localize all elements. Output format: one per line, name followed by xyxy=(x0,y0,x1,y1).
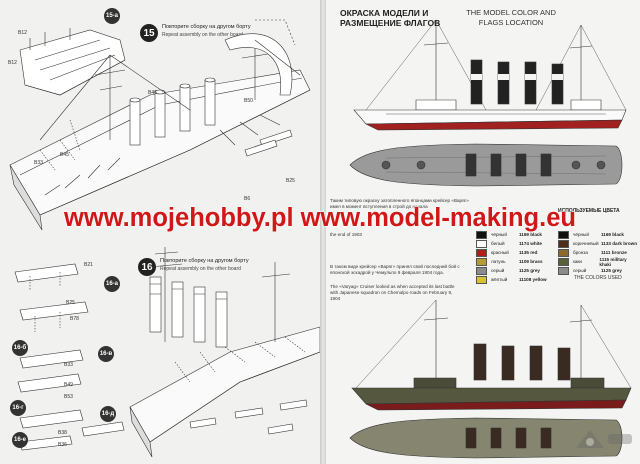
part-label: B50 xyxy=(244,98,253,104)
color-row: серый 1125 grey xyxy=(558,266,638,275)
caption-1903-ru: Таким типовую окраску затопленного японц… xyxy=(330,198,469,209)
step-15-number: 15 xyxy=(140,24,158,42)
step-16-assembly-drawing xyxy=(14,247,321,458)
color-code: 1133 dark brown xyxy=(601,241,638,246)
step-15a-badge: 15-а xyxy=(104,8,120,24)
color-name: красный xyxy=(491,250,509,255)
part-label: B12 xyxy=(8,60,17,66)
instruction-page-left: 15-а 15 Повторите сборку на другом борту… xyxy=(0,0,322,464)
color-swatch xyxy=(558,257,569,266)
step-15-instruction-en: Repeat assembly on the other board xyxy=(162,32,243,38)
part-label: B33 xyxy=(64,362,73,368)
part-label: B38 xyxy=(58,430,67,436)
color-name: бронза xyxy=(573,250,588,255)
color-row: хаки 1115 military khaki xyxy=(558,256,638,267)
color-name: коричневый xyxy=(573,241,599,246)
step-16d-badge: 16-г xyxy=(10,400,26,416)
part-label: B45 xyxy=(60,152,69,158)
color-swatch xyxy=(476,257,487,266)
color-swatch xyxy=(558,239,569,248)
color-code: 1125 grey xyxy=(601,268,622,273)
color-name: латунь xyxy=(491,259,506,264)
color-code: 1115 military khaki xyxy=(599,256,627,267)
color-row: белый 1174 white xyxy=(476,239,558,248)
step-16a-badge: 16-а xyxy=(104,276,120,292)
colors-table-left: чёрный 1169 black белый 1174 white красный 11… xyxy=(476,230,558,284)
color-code: 1125 grey xyxy=(519,268,540,273)
color-row: жёлтый 11108 yellow xyxy=(476,275,558,284)
part-label: B53 xyxy=(64,394,73,400)
color-swatch xyxy=(558,266,569,275)
part-label: B6 xyxy=(244,196,251,202)
color-swatch xyxy=(476,248,487,257)
color-row: латунь 1109 brass xyxy=(476,257,558,266)
ship-side-view-1903 xyxy=(349,19,627,187)
color-swatch xyxy=(476,266,487,275)
color-code: 1109 brass xyxy=(519,259,543,264)
step-15-instruction-ru: Повторите сборку на другом борту xyxy=(162,24,251,30)
color-swatch xyxy=(558,230,569,239)
color-code: 1135 red xyxy=(519,250,538,255)
step-16-number: 16 xyxy=(138,258,156,276)
part-label: B12 xyxy=(18,30,27,36)
part-label: B36 xyxy=(58,442,67,448)
part-label: B46 xyxy=(148,90,157,96)
color-name: чёрный xyxy=(491,232,507,237)
instruction-page-right: ОКРАСКА МОДЕЛИ И РАЗМЕЩЕНИЕ ФЛАГОВ THE M… xyxy=(326,0,640,464)
caption-1904-en: The «Varyag» Cruiser looked as when acce… xyxy=(330,284,455,301)
shop-url-watermark: www.mojehobby.pl www.model-making.eu xyxy=(64,204,576,232)
color-swatch xyxy=(476,230,487,239)
color-code: 11108 yellow xyxy=(519,277,547,282)
colors-title-en: THE MODEL COLOR AND FLAGS LOCATION xyxy=(466,8,556,27)
step-16b-badge: 16-б xyxy=(12,340,28,356)
color-code: 1169 black xyxy=(519,232,542,237)
color-name: жёлтый xyxy=(491,277,508,282)
colors-title-ru: ОКРАСКА МОДЕЛИ И РАЗМЕЩЕНИЕ ФЛАГОВ xyxy=(340,8,441,28)
color-swatch xyxy=(476,239,487,248)
color-name: хаки xyxy=(572,259,582,264)
color-name: серый xyxy=(491,268,505,273)
step-16-instruction-en: Repeat assembly on the other board xyxy=(160,266,241,272)
color-row: серый 1125 grey xyxy=(476,266,558,275)
part-label: B25 xyxy=(66,300,75,306)
colors-used-label: THE COLORS USED xyxy=(574,275,622,281)
color-name: серый xyxy=(573,268,587,273)
color-swatch xyxy=(558,248,569,257)
color-name: белый xyxy=(491,241,505,246)
color-row: красный 1135 red xyxy=(476,248,558,257)
color-name: чёрный xyxy=(573,232,589,237)
page-gutter xyxy=(320,0,328,464)
color-row: чёрный 1169 black xyxy=(558,230,638,239)
corner-logo-mark xyxy=(576,430,632,448)
caption-1904-ru: В таком виде крейсер «Варяг» принял свой… xyxy=(330,264,460,275)
color-code: 1174 white xyxy=(519,241,542,246)
step-16-instruction-ru: Повторите сборку на другом борту xyxy=(160,258,249,264)
part-label: B33 xyxy=(34,160,43,166)
step-16f-badge: 16-е xyxy=(12,432,28,448)
part-label: B78 xyxy=(70,316,79,322)
color-swatch xyxy=(476,275,487,284)
color-row: чёрный 1169 black xyxy=(476,230,558,239)
caption-1903-en: the end of 1903 xyxy=(330,232,362,237)
step-15-assembly-drawing xyxy=(9,19,311,231)
part-label: B21 xyxy=(84,262,93,268)
color-code: 1111 bronze xyxy=(601,250,627,255)
color-code: 1169 black xyxy=(601,232,624,237)
color-row: бронза 1111 bronze xyxy=(558,248,638,257)
step-16e-badge: 16-д xyxy=(100,406,116,422)
part-label: B49 xyxy=(64,382,73,388)
part-label: B25 xyxy=(286,178,295,184)
ship-side-view-1904 xyxy=(349,299,632,459)
colors-header: ИСПОЛЬЗУЕМЫЕ ЦВЕТА xyxy=(558,208,620,214)
step-16c-badge: 16-в xyxy=(98,346,114,362)
